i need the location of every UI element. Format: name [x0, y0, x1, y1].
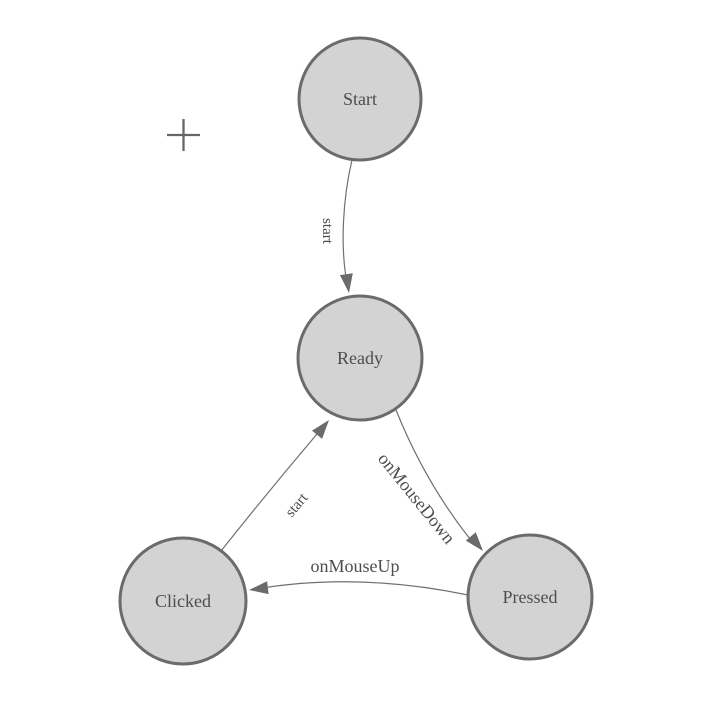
node-start-label: Start — [343, 89, 377, 109]
arrowhead-icon — [311, 420, 329, 439]
edge-pressed-to-clicked[interactable]: onMouseUp — [248, 556, 469, 596]
edge-label-onmousedown: onMouseDown — [374, 449, 459, 548]
plus-crosshair-icon — [167, 119, 200, 151]
edge-start-to-ready[interactable]: start — [319, 159, 355, 294]
node-start-circle[interactable] — [297, 36, 423, 162]
edge-label-onmouseup: onMouseUp — [311, 556, 400, 576]
node-pressed-circle[interactable] — [466, 533, 594, 661]
node-ready[interactable]: Ready — [296, 294, 424, 422]
edge-clicked-to-ready[interactable]: start — [220, 416, 334, 552]
node-clicked-label: Clicked — [155, 591, 211, 611]
node-ready-circle[interactable] — [296, 294, 424, 422]
arrowhead-icon — [339, 273, 353, 293]
edge-label-start-2: start — [283, 490, 312, 521]
node-ready-label: Ready — [337, 348, 383, 368]
arrowhead-icon — [465, 532, 483, 551]
edge-label-start-1: start — [319, 218, 335, 245]
node-pressed-label: Pressed — [503, 587, 558, 607]
node-clicked[interactable]: Clicked — [118, 536, 248, 666]
node-pressed[interactable]: Pressed — [466, 533, 594, 661]
node-clicked-circle[interactable] — [118, 536, 248, 666]
node-start[interactable]: Start — [297, 36, 423, 162]
arrowhead-icon — [249, 581, 269, 595]
edge-ready-to-pressed[interactable]: onMouseDown — [374, 409, 488, 555]
